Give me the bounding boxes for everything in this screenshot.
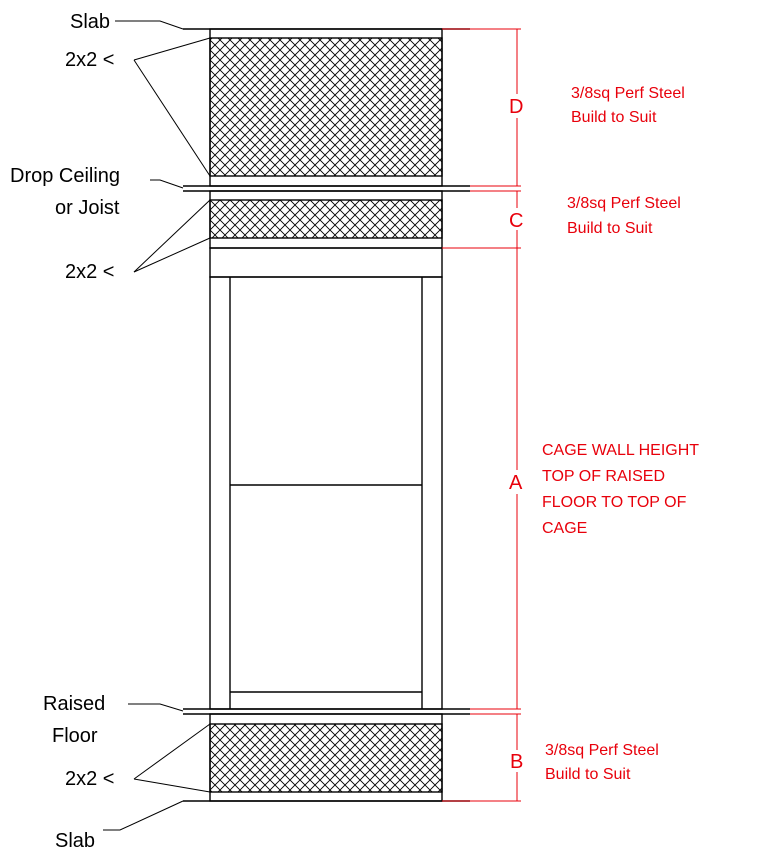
twobytwo-top-label: 2x2 <: [65, 49, 114, 71]
raised-floor-leader: [128, 703, 184, 712]
twobytwo-mid-label: 2x2 <: [65, 261, 114, 283]
drop-ceiling-label-line1: Drop Ceiling: [10, 165, 120, 187]
dim-a-note-line3: FLOOR TO TOP OF: [542, 494, 687, 511]
dim-d-note-line1: 3/8sq Perf Steel: [571, 85, 685, 102]
twobytwo-bottom-leader-a: [133, 723, 211, 780]
twobytwo-top-leader-b: [133, 59, 211, 177]
dim-a-note-line1: CAGE WALL HEIGHT: [542, 442, 699, 459]
twobytwo-bottom-label: 2x2 <: [65, 768, 114, 790]
dim-c-letter: C: [509, 210, 523, 232]
slab-top-leader: [115, 20, 184, 30]
dim-c-note-line1: 3/8sq Perf Steel: [567, 195, 681, 212]
dim-a-note-line2: TOP OF RAISED: [542, 468, 665, 485]
drop-ceiling-label-line2: or Joist: [55, 197, 120, 219]
dim-b-note-line2: Build to Suit: [545, 766, 631, 783]
dim-d-letter: D: [509, 96, 523, 118]
drop-ceiling-leader: [150, 179, 184, 189]
dim-a-letter: A: [509, 472, 523, 494]
slab-bottom-leader: [103, 800, 184, 831]
dim-a-note-line4: CAGE: [542, 520, 587, 537]
leader-lines: [103, 20, 211, 831]
twobytwo-top-leader-a: [133, 37, 211, 61]
dim-d-note-line2: Build to Suit: [571, 109, 657, 126]
raised-floor-label-line1: Raised: [43, 693, 105, 715]
mid-perf-steel-panel: [209, 199, 443, 239]
dim-c-note-line2: Build to Suit: [567, 220, 653, 237]
twobytwo-bottom-leader-b: [133, 778, 211, 793]
slab-bottom-label: Slab: [55, 830, 95, 852]
dim-b-letter: B: [510, 751, 523, 773]
twobytwo-mid-leader-b: [133, 237, 211, 273]
dim-b-note-line1: 3/8sq Perf Steel: [545, 742, 659, 759]
slab-top-label: Slab: [70, 11, 110, 33]
dimension-lines: [442, 28, 521, 802]
cage-header: [209, 247, 443, 278]
twobytwo-mid-leader-a: [133, 199, 211, 273]
raised-floor-label-line2: Floor: [52, 725, 98, 747]
bottom-perf-steel-panel: [209, 723, 443, 793]
cage-outer-frame: [209, 276, 443, 710]
cage-structure: [183, 28, 470, 802]
top-perf-steel-panel: [209, 37, 443, 177]
